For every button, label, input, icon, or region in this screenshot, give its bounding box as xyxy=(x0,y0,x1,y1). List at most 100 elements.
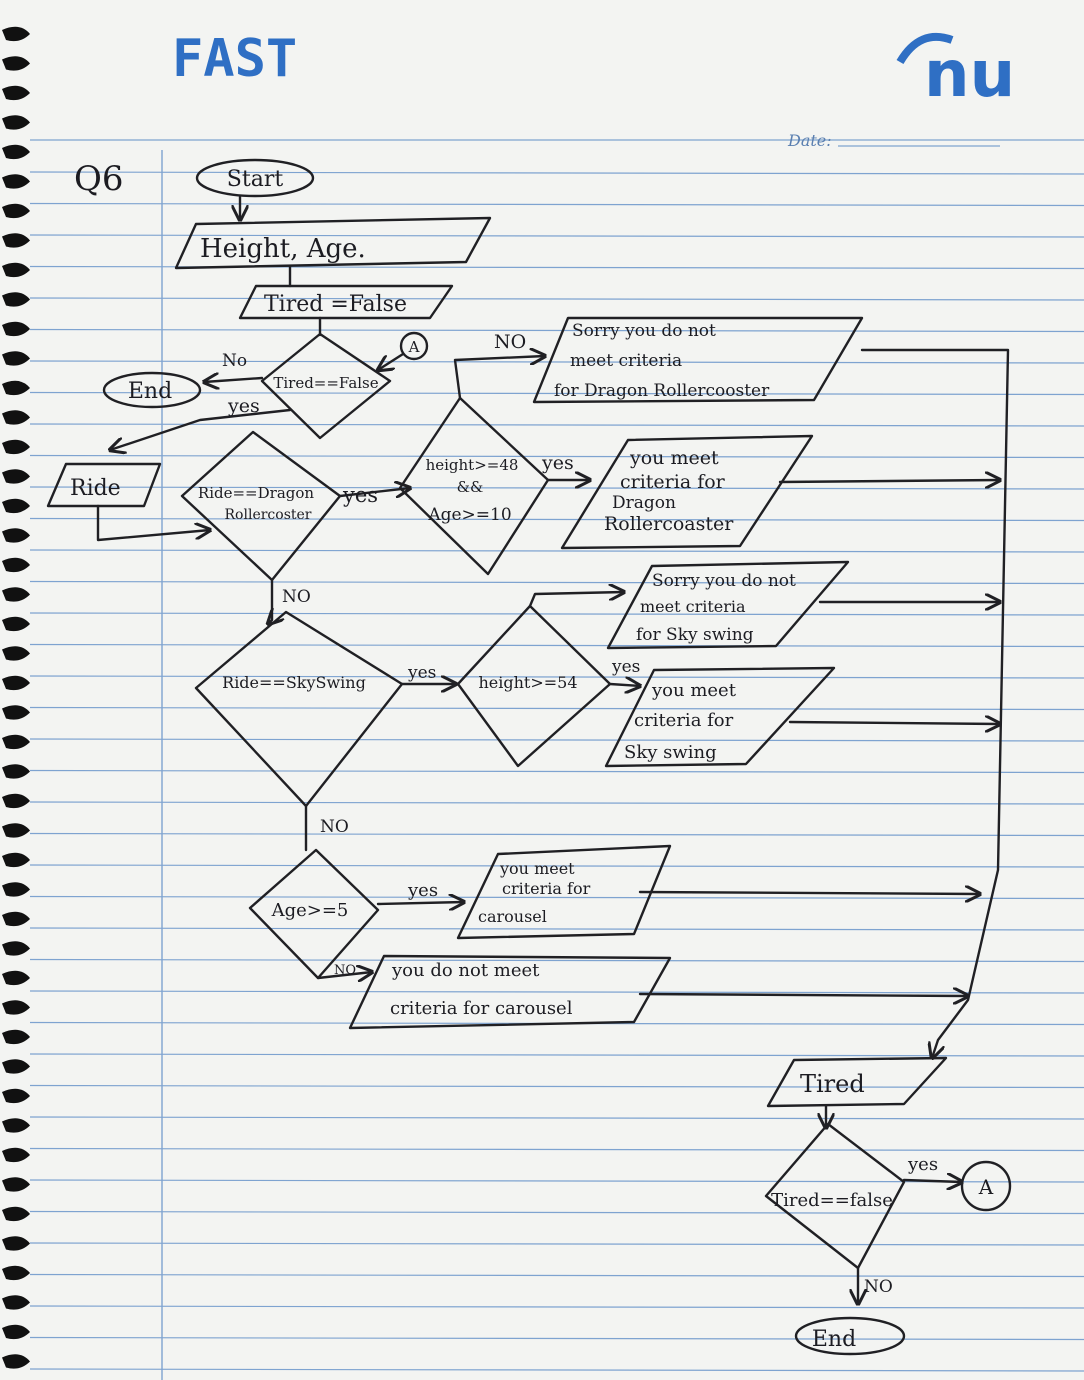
output-no-carousel-line-2: criteria for carousel xyxy=(390,998,573,1019)
spiral-ring-icon xyxy=(2,351,30,366)
ruling-line xyxy=(29,360,1084,364)
ruling-line xyxy=(29,612,1084,616)
ruling-line xyxy=(29,328,1084,333)
spiral-ring-icon xyxy=(2,616,30,632)
decision-skyswing xyxy=(194,610,404,808)
edge-label-no-msg-dragon: NO xyxy=(494,331,526,353)
ruling-line xyxy=(29,234,1084,238)
decision-tired-bottom-label: Tired==false xyxy=(771,1190,893,1211)
nu-logo: nu xyxy=(896,32,1015,112)
spiral-ring-icon xyxy=(2,1000,30,1015)
edge-out-dragon-yes xyxy=(778,480,1000,482)
end-terminal-bottom xyxy=(794,1316,906,1356)
ruling-line xyxy=(29,1179,1084,1183)
ruling-line xyxy=(29,1368,1084,1372)
edge-height-no xyxy=(453,356,545,400)
spiral-ring-icon xyxy=(2,1029,30,1045)
edge-label-no-end-bottom: NO xyxy=(864,1277,893,1297)
input-ride-label: Ride xyxy=(70,476,121,501)
ruling-line xyxy=(29,1084,1084,1089)
ruling-line xyxy=(29,1147,1084,1152)
output-yes-carousel-line-1: you meet xyxy=(499,859,575,878)
spiral-ring-icon xyxy=(2,380,30,396)
decision-dragon xyxy=(180,430,342,582)
date-label: Date: xyxy=(787,131,832,150)
connector-a-bottom xyxy=(960,1160,1012,1212)
connector-a-top xyxy=(399,331,429,361)
output-no-sky-line-2: meet criteria xyxy=(640,597,746,616)
end-top-label: End xyxy=(128,379,172,404)
decision-height-age-label-2: && xyxy=(457,478,484,496)
edge-dragon-height xyxy=(338,488,410,496)
ruling-line xyxy=(29,864,1084,868)
edge-out-carousel-no xyxy=(638,994,968,996)
spiral-ring-icon xyxy=(2,882,30,897)
edge-label-yes-carousel: yes xyxy=(407,880,438,901)
ruling-line xyxy=(29,706,1084,711)
spiral-ring-icon xyxy=(2,1265,30,1281)
spiral-ring-icon xyxy=(2,262,30,278)
spiral-ring-icon xyxy=(2,646,30,661)
ruling-line xyxy=(29,1242,1084,1246)
start-label: Start xyxy=(227,167,284,192)
ruling-line xyxy=(29,958,1084,963)
edge-age-no xyxy=(316,972,372,978)
edge-dec-ride xyxy=(110,408,292,450)
ruling-line xyxy=(29,1305,1084,1309)
edge-label-no-sky: NO xyxy=(282,587,311,607)
output-no-sky-line-1: Sorry you do not xyxy=(652,571,796,591)
edge-label-no-end: No xyxy=(222,351,247,371)
spiral-ring-icon xyxy=(2,793,30,809)
spiral-ring-icon xyxy=(2,56,30,71)
output-yes-dragon-line-4: Rollercoaster xyxy=(604,513,734,535)
ruling-line xyxy=(29,202,1084,207)
spiral-ring-icon xyxy=(2,115,30,130)
ruling-line xyxy=(29,738,1084,742)
spiral-ring-icon xyxy=(2,1118,30,1133)
spiral-ring-icon xyxy=(2,911,30,927)
fast-logo-text: FAST xyxy=(172,29,297,89)
ruling-line xyxy=(29,1210,1084,1215)
ruling-line xyxy=(29,486,1084,490)
ruling-line xyxy=(29,895,1084,900)
edge-label-yes-sky: yes xyxy=(407,663,436,683)
spiral-ring-icon xyxy=(2,587,30,602)
output-no-dragon-line-2: meet criteria xyxy=(570,351,682,371)
decision-dragon-label-2: Rollercoster xyxy=(225,507,312,523)
output-yes-carousel-line-3: carousel xyxy=(478,907,547,926)
process-set-tired-label: Tired =False xyxy=(264,292,407,317)
ruling-line xyxy=(29,297,1084,301)
output-no-carousel-line-1: you do not meet xyxy=(391,960,540,981)
spiral-ring-icon xyxy=(2,557,30,573)
output-no-dragon-line-3: for Dragon Rollercooster xyxy=(554,381,770,401)
edge-out-carousel-yes xyxy=(638,892,980,894)
output-yes-sky-line-3: Sky swing xyxy=(624,742,717,763)
ruling-line xyxy=(29,832,1084,837)
spiral-ring-icon xyxy=(2,174,30,189)
decision-skyswing-label: Ride==SkySwing xyxy=(222,673,366,692)
input-tired-label: Tired xyxy=(800,1070,865,1098)
output-no-sky xyxy=(606,560,850,650)
decision-height-age-label-3: Age>=10 xyxy=(427,505,511,525)
output-yes-carousel xyxy=(456,844,672,940)
spiral-ring-icon xyxy=(2,144,30,160)
input-height-age xyxy=(174,216,492,270)
edge-height54-no xyxy=(528,592,624,608)
edge-tired-yes xyxy=(902,1180,962,1182)
spiral-ring-icon xyxy=(2,852,30,868)
ruling-line xyxy=(29,171,1084,175)
output-no-carousel xyxy=(348,954,672,1030)
spiral-ring-icon xyxy=(2,823,30,838)
ruling-line xyxy=(29,580,1084,585)
decision-height54 xyxy=(456,604,612,768)
paper-ruling xyxy=(29,171,1084,1372)
spiral-ring-icon xyxy=(2,85,30,101)
edge-age-yes xyxy=(376,902,464,904)
ruling-line xyxy=(29,423,1084,427)
edge-height54-yes xyxy=(608,684,640,686)
output-yes-sky xyxy=(604,666,836,768)
decision-tired-top-label: Tired==False xyxy=(273,374,378,392)
spiral-ring-icon xyxy=(2,1295,30,1310)
input-tired xyxy=(766,1056,948,1108)
ruling-line xyxy=(29,517,1084,522)
